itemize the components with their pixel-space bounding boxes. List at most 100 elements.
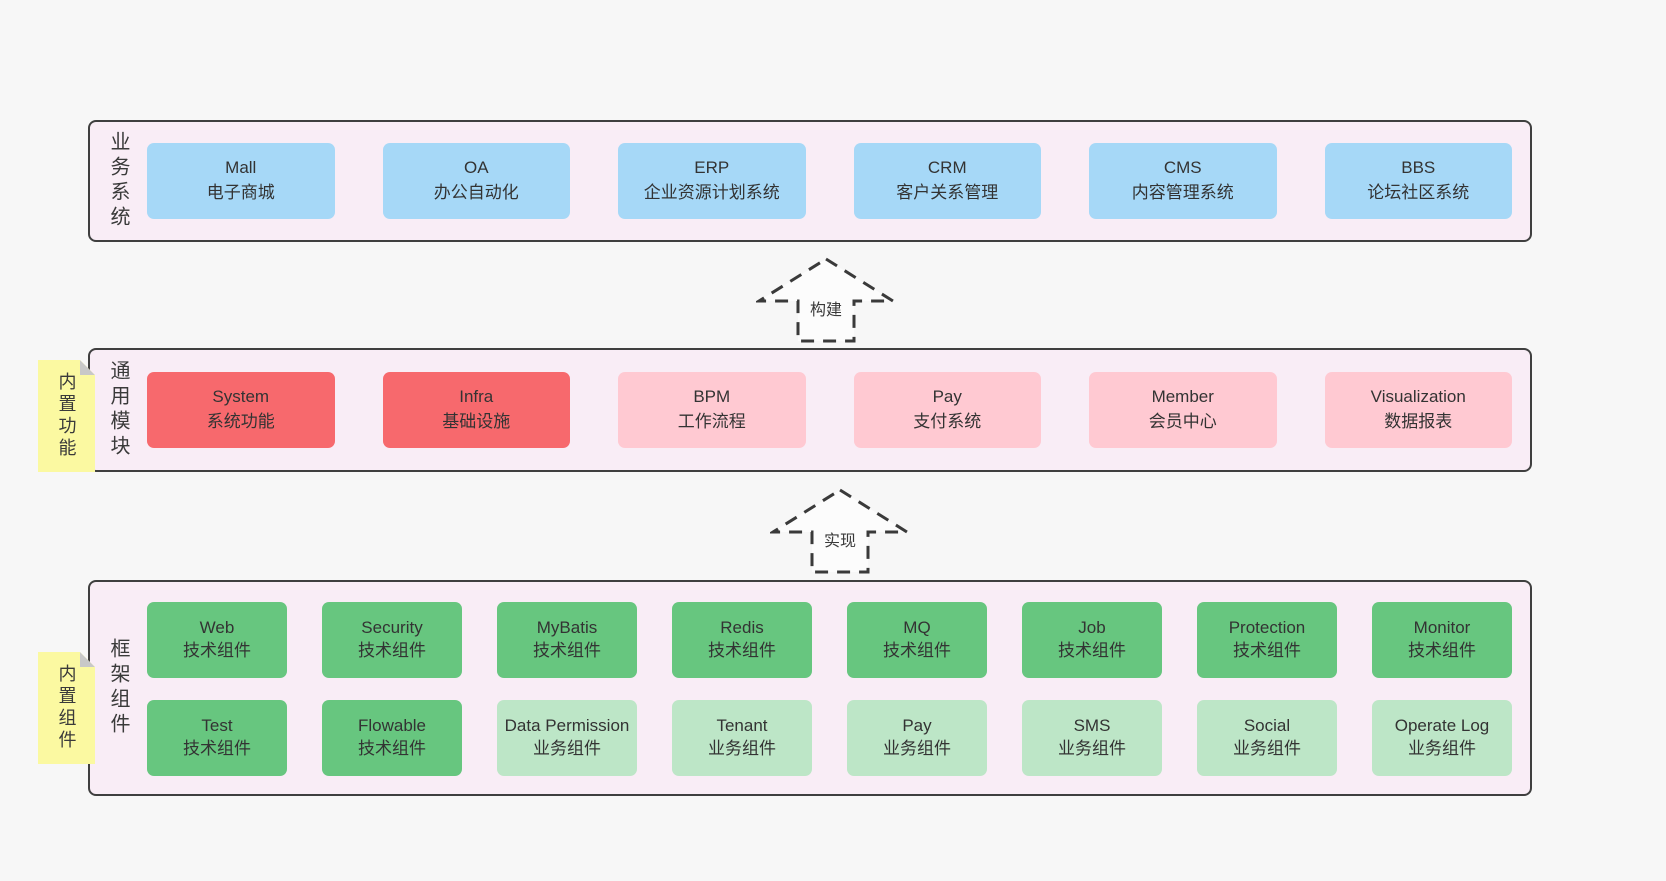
build-arrow-label: 构建 bbox=[806, 296, 846, 320]
box-data-permission-desc: 业务组件 bbox=[533, 739, 601, 758]
box-pay-component: Pay 业务组件 bbox=[847, 700, 987, 776]
business-systems-panel: 业务系统 Mall 电子商城 OA 办公自动化 ERP 企业资源计划系统 CRM… bbox=[88, 120, 1532, 242]
build-arrow: 构建 bbox=[756, 256, 896, 344]
box-mybatis-desc: 技术组件 bbox=[533, 641, 601, 660]
business-systems-label: 业务系统 bbox=[107, 131, 129, 231]
box-member: Member 会员中心 bbox=[1089, 372, 1277, 448]
box-erp: ERP 企业资源计划系统 bbox=[618, 143, 806, 219]
box-crm-desc: 客户关系管理 bbox=[896, 183, 999, 202]
box-job-desc: 技术组件 bbox=[1058, 641, 1126, 660]
box-protection-name: Protection bbox=[1228, 618, 1306, 638]
box-oa: OA 办公自动化 bbox=[382, 143, 570, 219]
box-mq-name: MQ bbox=[903, 618, 931, 638]
box-system: System 系统功能 bbox=[147, 372, 335, 448]
box-web-desc: 技术组件 bbox=[183, 641, 251, 660]
box-redis: Redis 技术组件 bbox=[672, 602, 812, 678]
box-oa-desc: 办公自动化 bbox=[433, 183, 519, 202]
box-crm: CRM 客户关系管理 bbox=[853, 143, 1041, 219]
box-social: Social 业务组件 bbox=[1197, 700, 1337, 776]
box-sms-name: SMS bbox=[1073, 716, 1111, 736]
box-mall: Mall 电子商城 bbox=[147, 143, 335, 219]
box-web: Web 技术组件 bbox=[147, 602, 287, 678]
box-social-name: Social bbox=[1243, 716, 1291, 736]
box-job: Job 技术组件 bbox=[1022, 602, 1162, 678]
box-pay: Pay 支付系统 bbox=[853, 372, 1041, 448]
framework-components-label: 框架组件 bbox=[107, 638, 129, 738]
framework-components-panel: 框架组件 Web 技术组件 Security 技术组件 MyBatis 技术组件… bbox=[88, 580, 1532, 796]
box-test-desc: 技术组件 bbox=[183, 739, 251, 758]
box-bbs-name: BBS bbox=[1401, 158, 1436, 178]
box-flowable-name: Flowable bbox=[357, 716, 427, 736]
implement-arrow: 实现 bbox=[770, 487, 910, 575]
box-protection-desc: 技术组件 bbox=[1233, 641, 1301, 660]
box-monitor-name: Monitor bbox=[1413, 618, 1471, 638]
business-systems-row: Mall 电子商城 OA 办公自动化 ERP 企业资源计划系统 CRM 客户关系… bbox=[147, 122, 1530, 240]
box-cms-name: CMS bbox=[1163, 158, 1202, 178]
box-mq-desc: 技术组件 bbox=[883, 641, 951, 660]
box-flowable: Flowable 技术组件 bbox=[322, 700, 462, 776]
box-security-desc: 技术组件 bbox=[358, 641, 426, 660]
box-mybatis: MyBatis 技术组件 bbox=[497, 602, 637, 678]
box-mybatis-name: MyBatis bbox=[536, 618, 598, 638]
box-security-name: Security bbox=[361, 618, 423, 638]
box-data-permission: Data Permission 业务组件 bbox=[497, 700, 637, 776]
box-flowable-desc: 技术组件 bbox=[358, 739, 426, 758]
built-in-functions-sticky-label: 内置功能 bbox=[56, 372, 77, 460]
box-infra: Infra 基础设施 bbox=[382, 372, 570, 448]
box-oa-name: OA bbox=[463, 158, 489, 178]
box-visualization-desc: 数据报表 bbox=[1384, 412, 1453, 431]
box-pay-name: Pay bbox=[932, 387, 962, 407]
box-operate-log-desc: 业务组件 bbox=[1408, 739, 1476, 758]
box-bpm: BPM 工作流程 bbox=[618, 372, 806, 448]
box-erp-name: ERP bbox=[694, 158, 730, 178]
box-bpm-name: BPM bbox=[693, 387, 731, 407]
box-member-desc: 会员中心 bbox=[1148, 412, 1217, 431]
box-pay-desc: 支付系统 bbox=[913, 412, 982, 431]
box-social-desc: 业务组件 bbox=[1233, 739, 1301, 758]
box-test: Test 技术组件 bbox=[147, 700, 287, 776]
box-data-permission-name: Data Permission bbox=[504, 716, 630, 736]
box-bbs: BBS 论坛社区系统 bbox=[1324, 143, 1512, 219]
box-mall-name: Mall bbox=[225, 158, 257, 178]
box-mq: MQ 技术组件 bbox=[847, 602, 987, 678]
box-bpm-desc: 工作流程 bbox=[677, 412, 746, 431]
box-infra-name: Infra bbox=[459, 387, 494, 407]
box-cms: CMS 内容管理系统 bbox=[1089, 143, 1277, 219]
built-in-components-sticky-label: 内置组件 bbox=[56, 664, 77, 752]
common-modules-panel: 通用模块 System 系统功能 Infra 基础设施 BPM 工作流程 Pay… bbox=[88, 348, 1532, 472]
box-redis-desc: 技术组件 bbox=[708, 641, 776, 660]
box-protection: Protection 技术组件 bbox=[1197, 602, 1337, 678]
box-cms-desc: 内容管理系统 bbox=[1131, 183, 1234, 202]
common-modules-label: 通用模块 bbox=[107, 360, 129, 460]
box-crm-name: CRM bbox=[927, 158, 967, 178]
built-in-functions-sticky: 内置功能 bbox=[38, 360, 95, 472]
box-system-name: System bbox=[212, 387, 270, 407]
box-operate-log-name: Operate Log bbox=[1394, 716, 1490, 736]
box-web-name: Web bbox=[199, 618, 235, 638]
box-mall-desc: 电子商城 bbox=[206, 183, 275, 202]
common-modules-row: System 系统功能 Infra 基础设施 BPM 工作流程 Pay 支付系统… bbox=[147, 350, 1530, 470]
box-test-name: Test bbox=[201, 716, 233, 736]
box-job-name: Job bbox=[1078, 618, 1106, 638]
box-pay-component-name: Pay bbox=[902, 716, 932, 736]
box-erp-desc: 企业资源计划系统 bbox=[643, 183, 780, 202]
framework-components-grid: Web 技术组件 Security 技术组件 MyBatis 技术组件 Redi… bbox=[147, 582, 1530, 794]
box-visualization-name: Visualization bbox=[1370, 387, 1466, 407]
box-visualization: Visualization 数据报表 bbox=[1324, 372, 1512, 448]
box-security: Security 技术组件 bbox=[322, 602, 462, 678]
box-monitor-desc: 技术组件 bbox=[1408, 641, 1476, 660]
implement-arrow-label: 实现 bbox=[820, 527, 860, 551]
box-monitor: Monitor 技术组件 bbox=[1372, 602, 1512, 678]
box-infra-desc: 基础设施 bbox=[442, 412, 511, 431]
box-tenant-name: Tenant bbox=[716, 716, 768, 736]
box-sms: SMS 业务组件 bbox=[1022, 700, 1162, 776]
box-tenant: Tenant 业务组件 bbox=[672, 700, 812, 776]
box-pay-component-desc: 业务组件 bbox=[883, 739, 951, 758]
box-bbs-desc: 论坛社区系统 bbox=[1367, 183, 1470, 202]
box-operate-log: Operate Log 业务组件 bbox=[1372, 700, 1512, 776]
box-system-desc: 系统功能 bbox=[206, 412, 275, 431]
box-member-name: Member bbox=[1151, 387, 1214, 407]
box-tenant-desc: 业务组件 bbox=[708, 739, 776, 758]
built-in-components-sticky: 内置组件 bbox=[38, 652, 95, 764]
box-redis-name: Redis bbox=[720, 618, 764, 638]
